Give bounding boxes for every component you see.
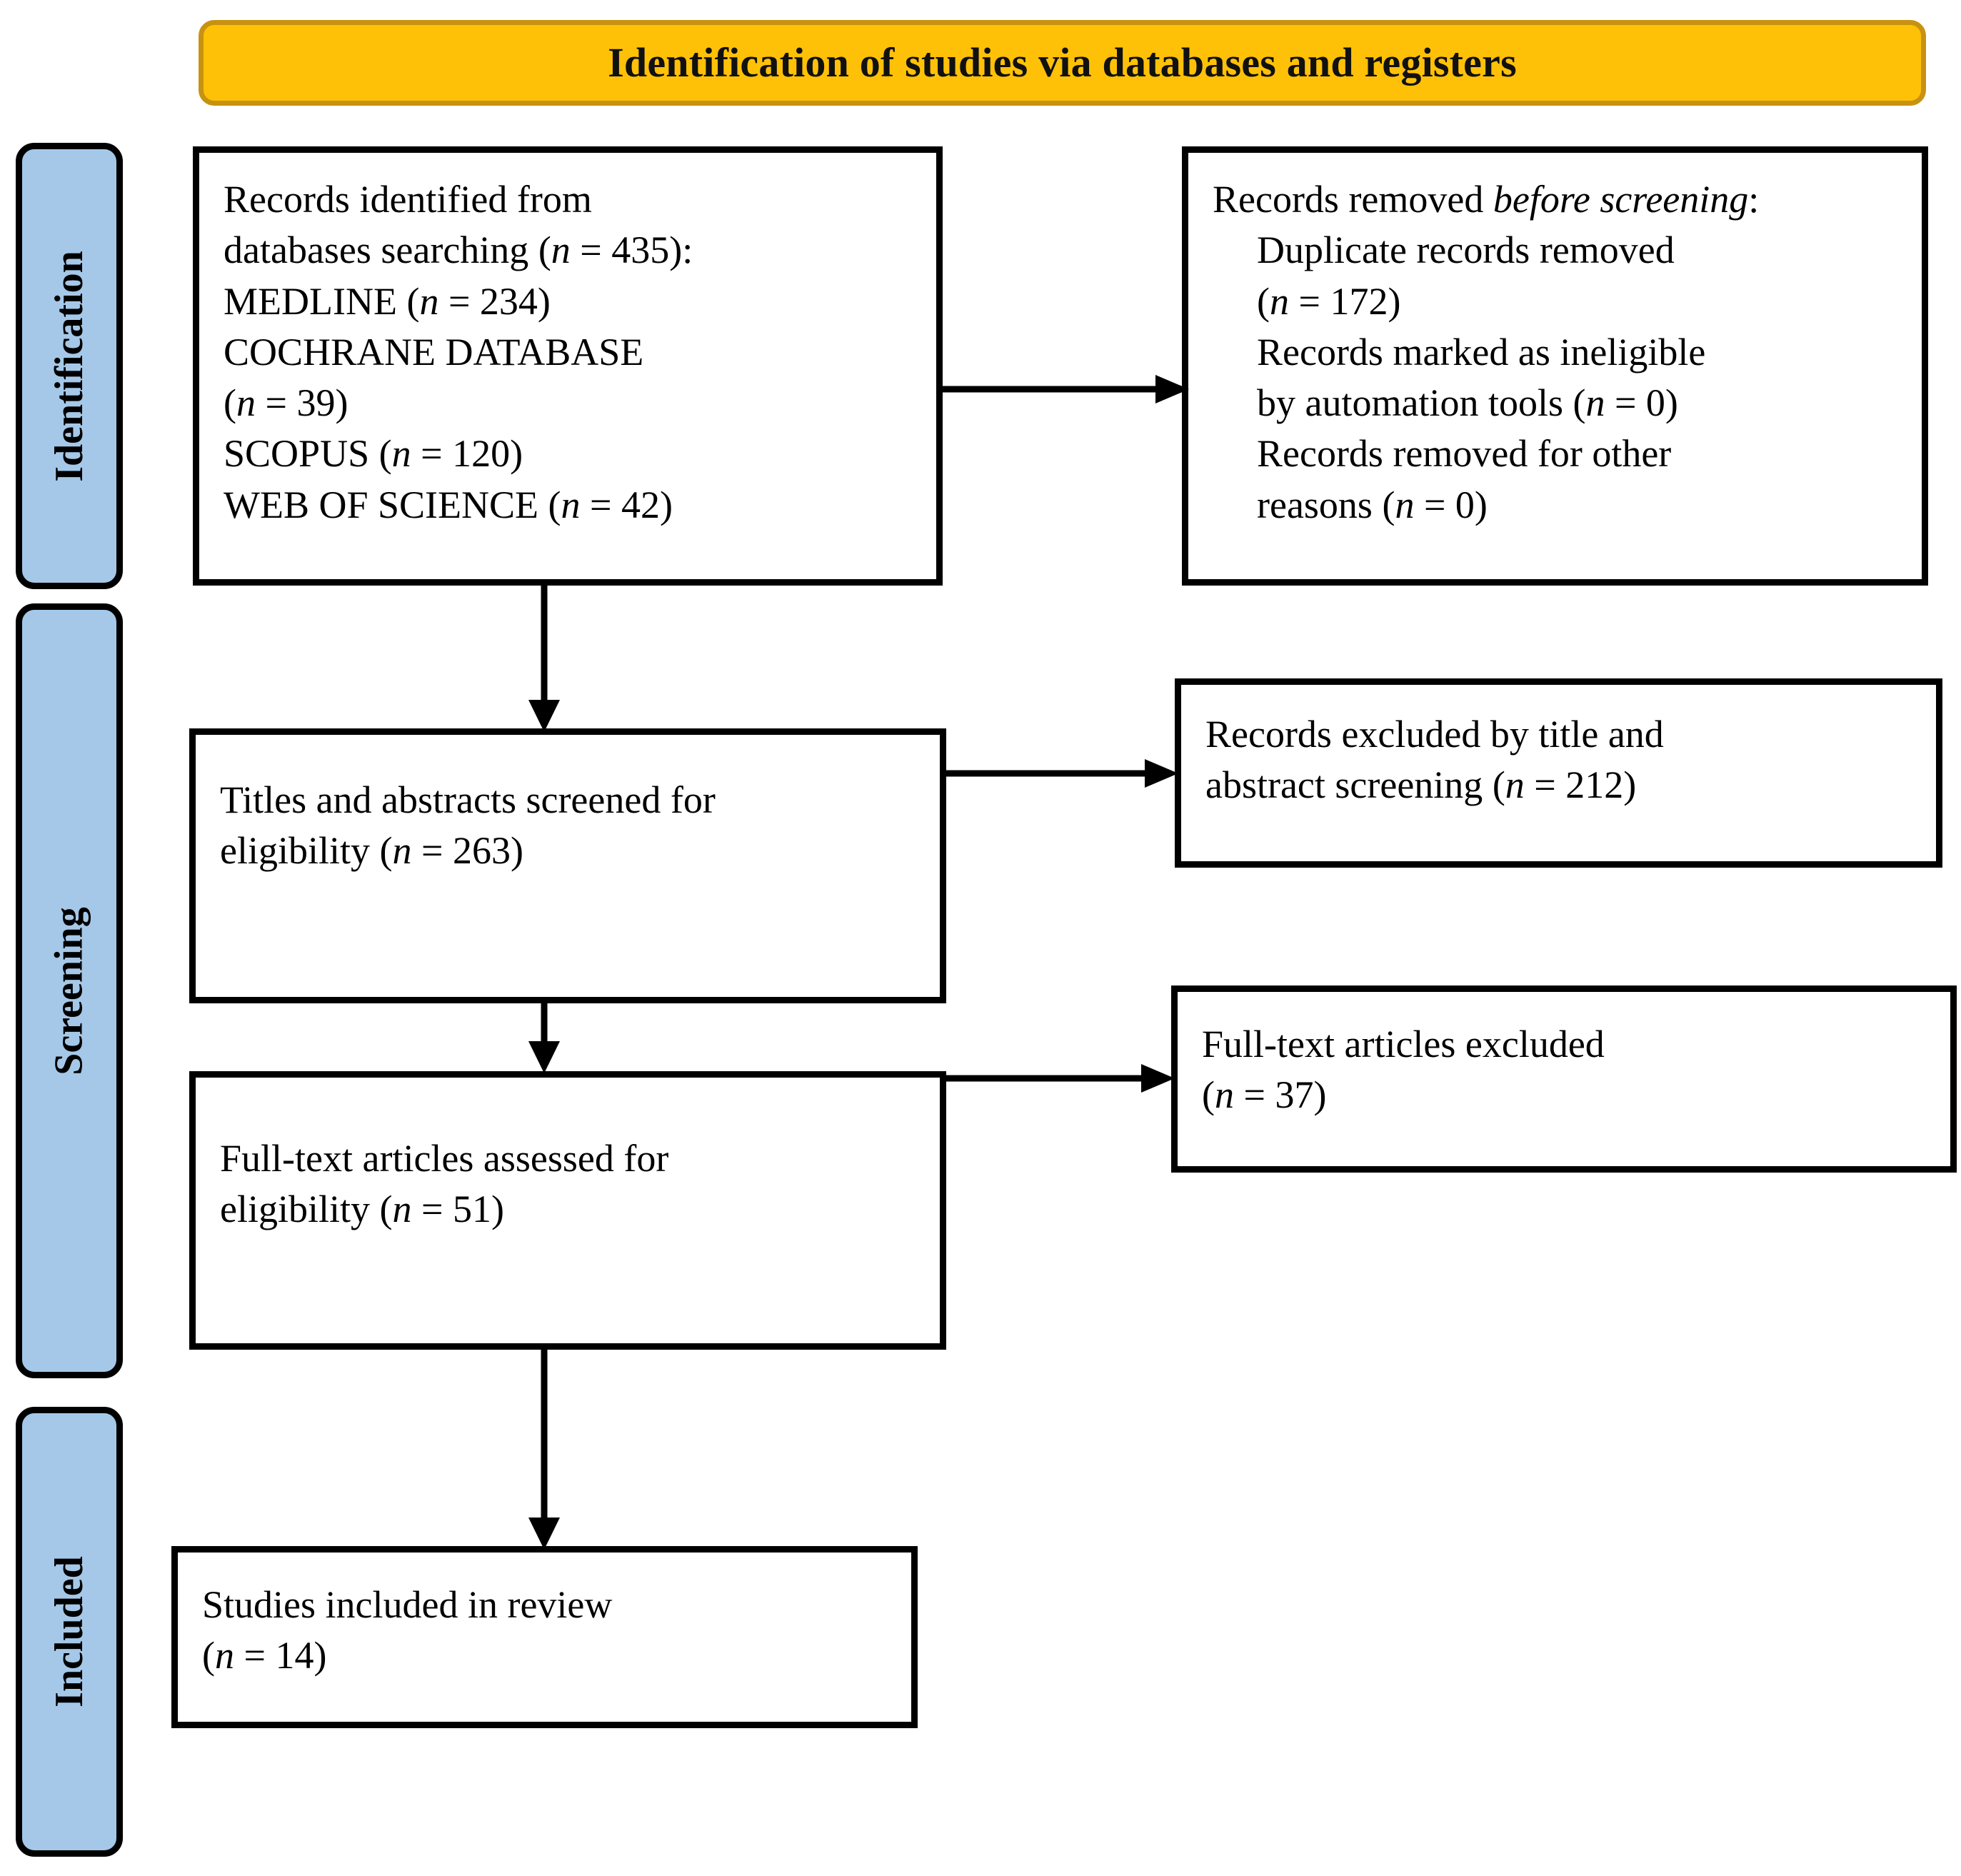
stage-bar-identification: Identification [16,143,123,589]
diagram-header-banner: Identification of studies via databases … [199,20,1926,106]
arrow-fulltext-to-included [528,1350,560,1550]
arrow-screened-to-fulltext [528,1003,560,1073]
arrow-screened-to-excluded [946,759,1178,788]
arrow-identified-to-screened [528,586,560,732]
box-records-removed-text: Records removed before screening:Duplica… [1213,178,1760,526]
stage-label-screening: Screening [47,906,91,1075]
diagram-title: Identification of studies via databases … [608,39,1517,86]
arrow-identified-to-removed [943,375,1189,403]
box-fulltext-articles-excluded: Full-text articles excluded(n = 37) [1171,985,1957,1173]
stage-label-included: Included [47,1556,92,1707]
box-studies-included-in-review: Studies included in review(n = 14) [171,1546,918,1728]
stage-bar-included: Included [16,1407,123,1857]
box-records-removed-before-screening: Records removed before screening:Duplica… [1182,146,1928,586]
box-fulltext-excluded-text: Full-text articles excluded(n = 37) [1202,1023,1605,1117]
stage-bar-screening: Screening [16,603,123,1378]
box-studies-included-text: Studies included in review(n = 14) [202,1583,613,1677]
arrow-fulltext-to-excluded [946,1064,1175,1093]
stage-label-identification: Identification [47,250,91,482]
